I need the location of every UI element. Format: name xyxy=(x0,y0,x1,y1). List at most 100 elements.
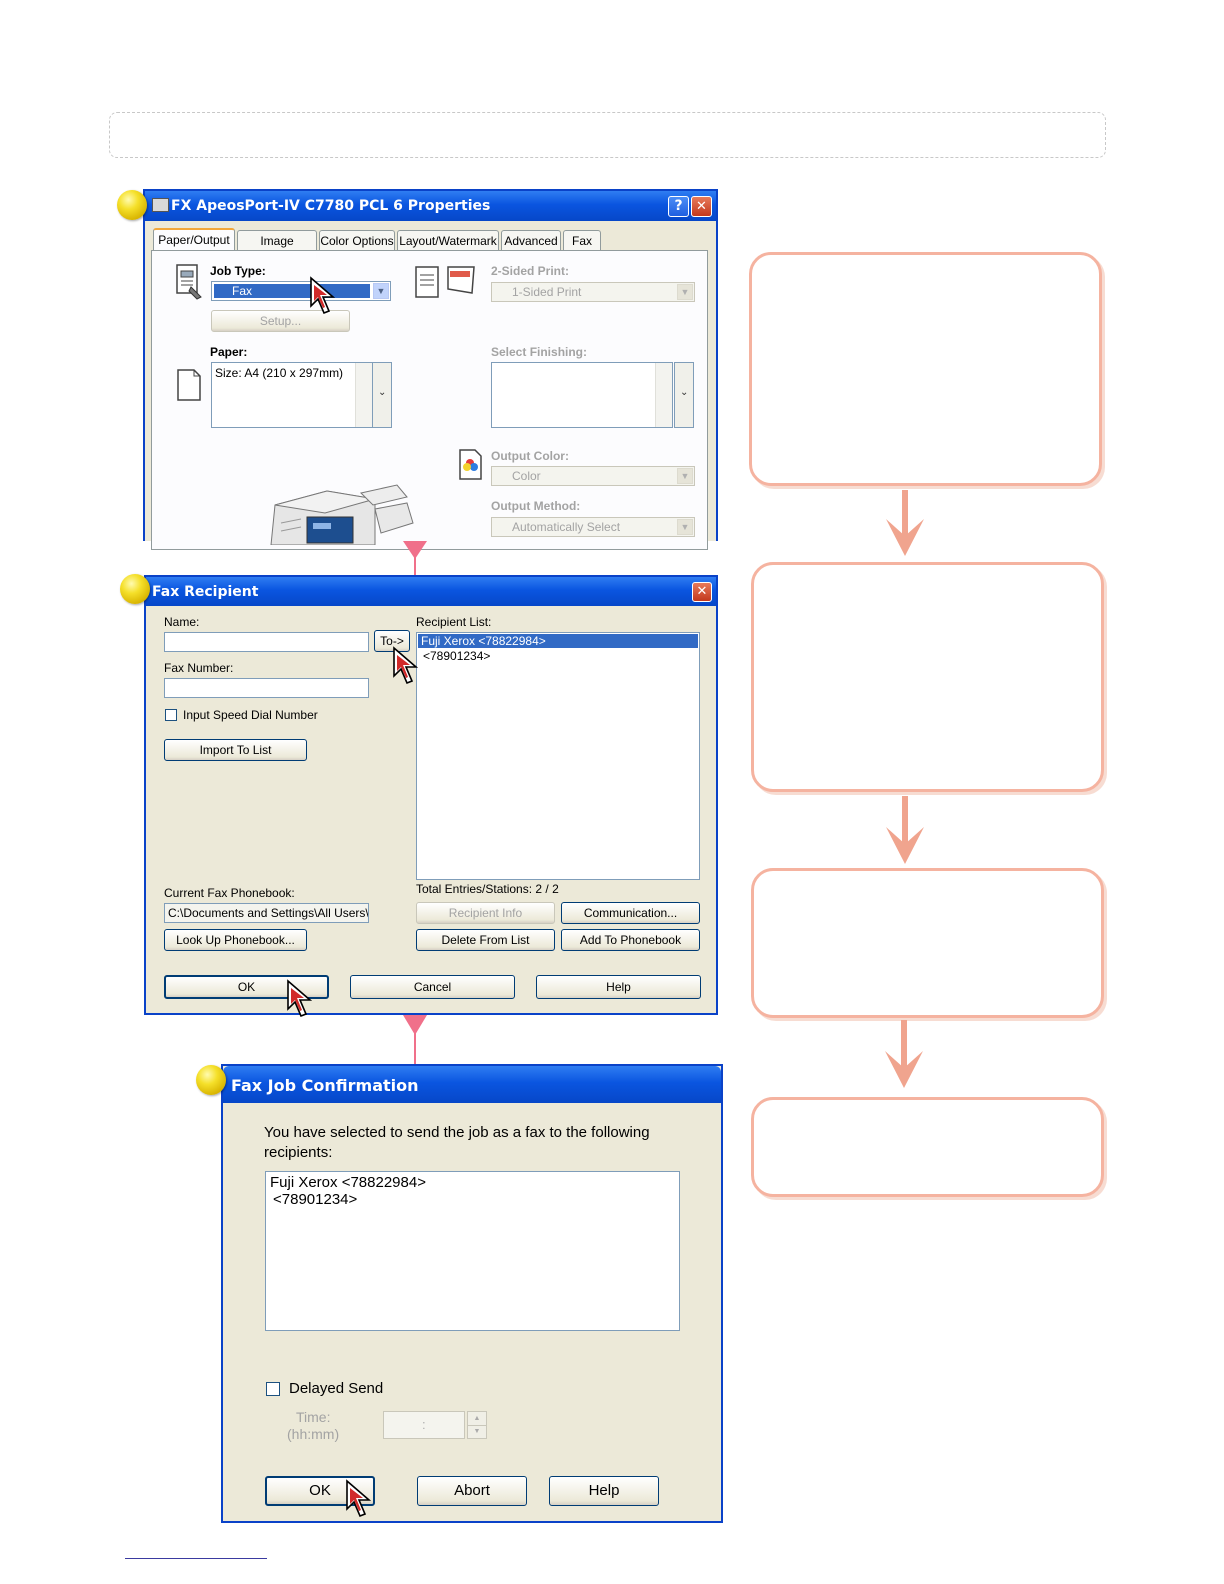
printer-illustration xyxy=(270,484,414,545)
help-icon[interactable]: ? xyxy=(668,196,689,217)
time-label: Time: xyxy=(296,1409,331,1425)
recipient-list-label: Recipient List: xyxy=(416,615,492,629)
output-color-icon xyxy=(459,449,482,480)
mouse-cursor-icon xyxy=(393,646,418,685)
tab-color-options[interactable]: Color Options xyxy=(319,230,395,250)
output-method-label: Output Method: xyxy=(491,499,581,513)
two-sided-icon xyxy=(415,266,475,298)
spinner-down-icon[interactable]: ▼ xyxy=(473,1428,481,1435)
confirmation-message-line2: recipients: xyxy=(264,1144,333,1161)
recipient-row[interactable]: <78901234> xyxy=(423,649,491,663)
speed-dial-checkbox[interactable] xyxy=(165,709,177,721)
output-method-select[interactable]: Automatically Select ▼ xyxy=(491,517,695,537)
tab-layout-watermark[interactable]: Layout/Watermark xyxy=(397,230,499,250)
abort-button[interactable]: Abort xyxy=(417,1476,527,1506)
two-sided-value: 1-Sided Print xyxy=(512,285,582,299)
two-sided-select[interactable]: 1-Sided Print ▼ xyxy=(491,282,695,302)
flow-arrow-icon xyxy=(403,1015,427,1035)
look-up-phonebook-button[interactable]: Look Up Phonebook... xyxy=(164,929,307,951)
confirmation-dialog: Fax Job Confirmation You have selected t… xyxy=(221,1064,723,1523)
output-method-value: Automatically Select xyxy=(512,520,621,534)
confirmation-recipient-list: Fuji Xerox <78822984> <78901234> xyxy=(265,1171,680,1331)
printer-icon xyxy=(152,198,169,212)
page-header-box xyxy=(109,112,1106,158)
time-spinner[interactable]: ▲ ▼ xyxy=(467,1411,487,1439)
phonebook-label: Current Fax Phonebook: xyxy=(164,886,295,900)
step-bullet-3 xyxy=(196,1065,226,1095)
chevron-down-icon: ▼ xyxy=(677,284,693,300)
finishing-list[interactable] xyxy=(491,362,673,428)
mouse-cursor-icon xyxy=(310,276,335,315)
finishing-scrollbar[interactable] xyxy=(655,363,672,427)
time-format-label: (hh:mm) xyxy=(287,1426,340,1442)
fax-recipient-titlebar: Fax Recipient ✕ xyxy=(146,577,716,606)
job-type-select[interactable]: Fax ▼ xyxy=(211,281,391,301)
setup-button[interactable]: Setup... xyxy=(211,310,350,332)
tab-fax[interactable]: Fax xyxy=(563,230,601,250)
tab-paper-output[interactable]: Paper/Output xyxy=(153,228,235,250)
output-color-value: Color xyxy=(512,469,541,483)
output-color-select[interactable]: Color ▼ xyxy=(491,466,695,486)
job-type-icon xyxy=(176,264,202,300)
properties-tabs: Paper/Output Image Options Color Options… xyxy=(153,228,713,268)
recipient-row-selected[interactable]: Fuji Xerox <78822984> xyxy=(418,634,698,648)
spinner-up-icon[interactable]: ▲ xyxy=(468,1412,486,1426)
time-input[interactable]: : xyxy=(383,1411,465,1439)
add-to-phonebook-button[interactable]: Add To Phonebook xyxy=(561,929,700,951)
speed-dial-label: Input Speed Dial Number xyxy=(183,708,318,722)
chevron-down-icon: ⌄ xyxy=(378,387,387,398)
tab-image-options[interactable]: Image Options xyxy=(237,230,317,268)
paper-icon xyxy=(177,369,201,401)
name-label: Name: xyxy=(164,615,200,629)
phonebook-path-field: C:\Documents and Settings\All Users\D xyxy=(164,903,369,923)
to-button[interactable]: To-> xyxy=(374,630,410,652)
step-callout-2 xyxy=(751,562,1104,792)
flow-arrow-shaft xyxy=(902,796,908,844)
help-button[interactable]: Help xyxy=(536,975,701,999)
phonebook-path-value: C:\Documents and Settings\All Users\D xyxy=(168,906,369,920)
arrow-down-icon xyxy=(886,519,924,556)
time-value: : xyxy=(422,1417,426,1432)
name-input[interactable] xyxy=(164,632,369,652)
chevron-down-icon: ▼ xyxy=(677,468,693,484)
fax-number-label: Fax Number: xyxy=(164,661,234,675)
paper-list[interactable]: Size: A4 (210 x 297mm) xyxy=(211,362,373,428)
two-sided-label: 2-Sided Print: xyxy=(491,264,570,278)
delete-from-list-button[interactable]: Delete From List xyxy=(416,929,555,951)
output-color-label: Output Color: xyxy=(491,449,569,463)
footer-rule xyxy=(125,1558,267,1559)
confirm-help-button[interactable]: Help xyxy=(549,1476,659,1506)
step-bullet-2 xyxy=(120,574,150,604)
confirmation-recipient: Fuji Xerox <78822984> xyxy=(270,1174,426,1191)
close-icon[interactable]: ✕ xyxy=(692,582,712,602)
properties-title: FX ApeosPort-IV C7780 PCL 6 Properties xyxy=(171,198,491,214)
close-icon[interactable]: ✕ xyxy=(691,196,712,217)
cancel-button[interactable]: Cancel xyxy=(350,975,515,999)
step-bullet-1 xyxy=(117,190,147,220)
step-callout-3 xyxy=(751,868,1104,1018)
paper-scrollbar[interactable] xyxy=(355,363,372,427)
flow-arrow-shaft xyxy=(902,490,908,536)
job-type-label: Job Type: xyxy=(210,264,266,278)
paper-output-panel: Job Type: Fax ▼ Setup... 2-Sided Print: … xyxy=(151,250,708,550)
arrow-down-icon xyxy=(885,1051,923,1088)
confirmation-titlebar: Fax Job Confirmation xyxy=(223,1066,721,1103)
properties-titlebar: FX ApeosPort-IV C7780 PCL 6 Properties ?… xyxy=(145,191,716,221)
recipient-info-button[interactable]: Recipient Info xyxy=(416,902,555,924)
paper-dropdown-button[interactable]: ⌄ xyxy=(372,362,392,428)
fax-number-input[interactable] xyxy=(164,678,369,698)
delayed-send-checkbox[interactable] xyxy=(266,1382,280,1396)
recipient-list[interactable]: Fuji Xerox <78822984> <78901234> xyxy=(416,632,700,880)
import-to-list-button[interactable]: Import To List xyxy=(164,739,307,761)
mouse-cursor-icon xyxy=(287,979,312,1018)
finishing-dropdown-button[interactable]: ⌄ xyxy=(674,362,694,428)
confirmation-recipient: <78901234> xyxy=(273,1191,358,1208)
flow-arrow-shaft xyxy=(901,1020,907,1068)
flow-arrow-icon xyxy=(403,541,427,559)
chevron-down-icon: ▼ xyxy=(373,283,389,299)
confirmation-title: Fax Job Confirmation xyxy=(231,1076,419,1095)
communication-button[interactable]: Communication... xyxy=(561,902,700,924)
paper-value: Size: A4 (210 x 297mm) xyxy=(215,366,344,380)
tab-advanced[interactable]: Advanced xyxy=(501,230,561,250)
mouse-cursor-icon xyxy=(346,1479,371,1518)
